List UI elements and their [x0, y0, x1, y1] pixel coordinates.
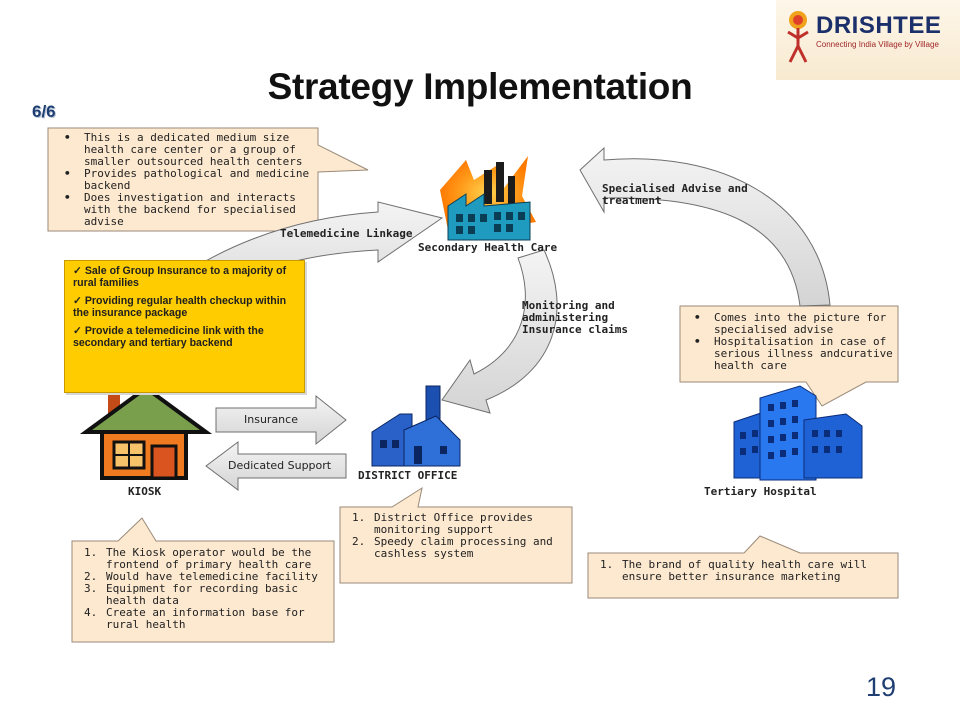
insurance-highlight-box: ✓ Sale of Group Insurance to a majority …	[64, 260, 305, 393]
brand-note: 1.The brand of quality health care will …	[592, 559, 892, 583]
telemedicine-label: Telemedicine Linkage	[280, 227, 413, 240]
page-indicator: 6/6	[32, 102, 56, 121]
factory-icon	[440, 156, 536, 241]
tertiary-note-item: Hospitalisation in case of serious illne…	[684, 336, 896, 372]
kiosk-note: 1.The Kiosk operator would be the fronte…	[76, 547, 330, 631]
monitoring-label-line1: Monitoring and	[522, 299, 615, 312]
kiosk-note-item: 3.Equipment for recording basic health d…	[84, 582, 299, 607]
secondary-health-care-label: Secondary Health Care	[418, 241, 558, 254]
specialised-label-line1: Specialised Advise and	[602, 182, 748, 195]
district-note-item: 1.District Office provides monitoring su…	[352, 511, 533, 536]
district-callout	[339, 486, 573, 584]
secondary-note-item: Does investigation and interacts with th…	[54, 192, 314, 228]
district-note: 1.District Office provides monitoring su…	[344, 512, 570, 560]
hospital-building-icon	[733, 385, 863, 481]
kiosk-callout	[71, 517, 335, 643]
brand-logo: DRISHTEE Connecting India Village by Vil…	[776, 0, 960, 80]
brand-callout	[587, 535, 899, 599]
tertiary-note-item: Comes into the picture for specialised a…	[684, 312, 896, 336]
monitoring-arrow	[441, 249, 558, 414]
logo-tagline: Connecting India Village by Village	[816, 40, 939, 49]
secondary-note-item: This is a dedicated medium size health c…	[54, 132, 314, 168]
kiosk-note-item: 2.Would have telemedicine facility	[84, 570, 318, 583]
kiosk-label: KIOSK	[128, 485, 162, 498]
brand-note-item: 1.The brand of quality health care will …	[600, 558, 868, 583]
secondary-note: This is a dedicated medium size health c…	[54, 132, 314, 228]
highlight-item: ✓ Providing regular health checkup withi…	[73, 295, 287, 319]
kiosk-note-item: 1.The Kiosk operator would be the fronte…	[84, 546, 312, 571]
monitoring-label-line2: administering	[522, 311, 609, 324]
support-label: Dedicated Support	[228, 459, 332, 472]
specialised-label-line2: treatment	[602, 194, 662, 207]
slide-title: Strategy Implementation	[267, 66, 693, 107]
office-building-icon	[371, 385, 461, 467]
district-office-label: DISTRICT OFFICE	[358, 469, 458, 482]
highlight-item: ✓ Sale of Group Insurance to a majority …	[73, 265, 287, 289]
tertiary-hospital-label: Tertiary Hospital	[704, 485, 817, 498]
highlight-item: ✓ Provide a telemedicine link with the s…	[73, 325, 264, 349]
support-arrow	[205, 441, 347, 491]
specialised-arrow	[579, 146, 831, 307]
kiosk-note-item: 4.Create an information base for rural h…	[84, 606, 305, 631]
monitoring-label-line3: Insurance claims	[522, 323, 628, 336]
secondary-note-item: Provides pathological and medicine backe…	[54, 168, 314, 192]
slide-number: 19	[866, 672, 897, 702]
insurance-arrow	[215, 394, 347, 446]
insurance-label: Insurance	[244, 413, 298, 426]
logo-name: DRISHTEE	[816, 12, 942, 39]
district-note-item: 2.Speedy claim processing and cashless s…	[352, 535, 553, 560]
tertiary-note: Comes into the picture for specialised a…	[684, 312, 896, 372]
logo-figure-icon	[787, 11, 809, 63]
house-icon	[79, 385, 213, 480]
